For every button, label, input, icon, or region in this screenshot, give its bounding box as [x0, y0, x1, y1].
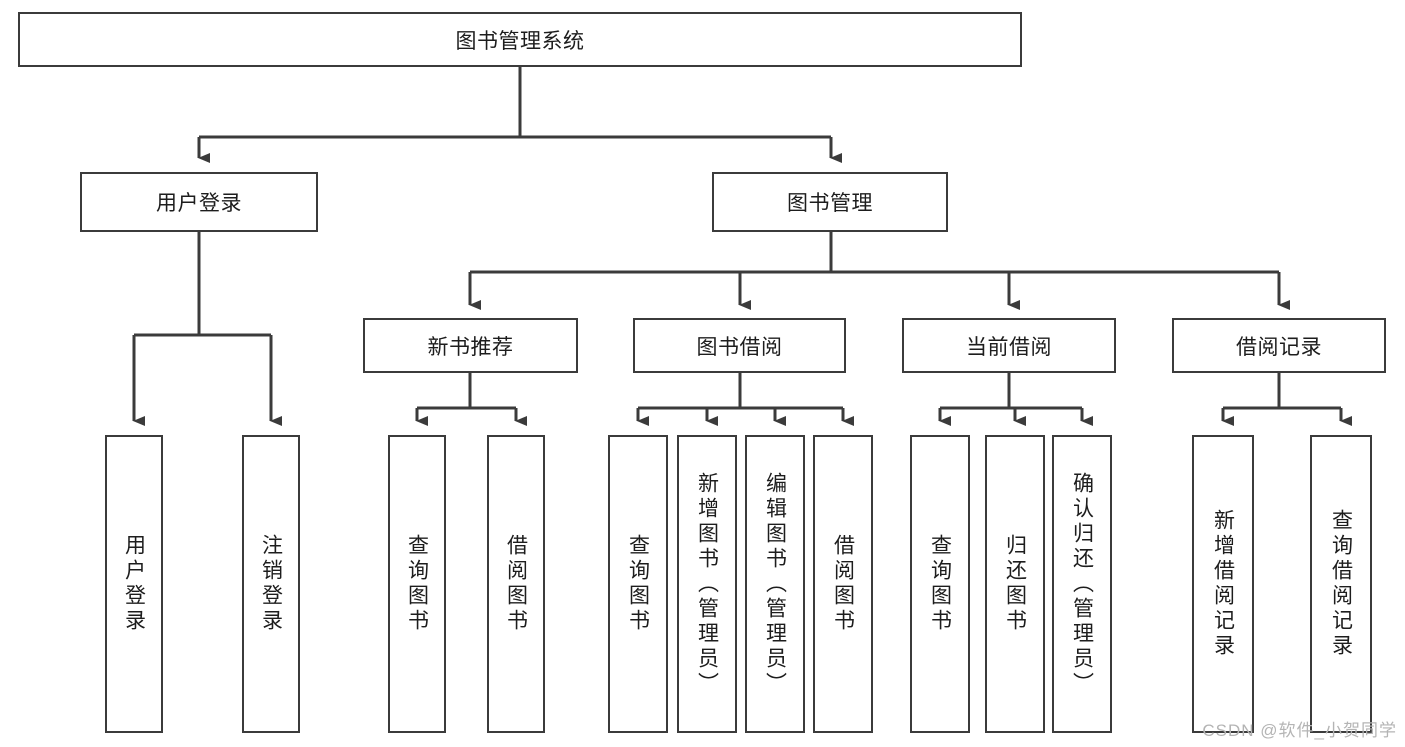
node-label: 图书管理	[787, 192, 873, 215]
node-label: 图书借阅	[696, 335, 783, 359]
node-label: 新增图书（管理员）	[695, 471, 719, 697]
node-label: 当前借阅	[966, 335, 1052, 359]
node-label: 查询图书	[928, 534, 952, 634]
node-leaf-query-book-rec[interactable]: 查询图书	[388, 435, 446, 733]
node-level2-book-management[interactable]: 图书管理	[712, 172, 948, 232]
node-label: 编辑图书（管理员）	[763, 471, 787, 697]
node-leaf-return-book[interactable]: 归还图书	[985, 435, 1045, 733]
node-label: 用户登录	[156, 192, 242, 215]
node-root[interactable]: 图书管理系统	[18, 12, 1022, 67]
node-level3-borrow-record[interactable]: 借阅记录	[1172, 318, 1386, 373]
node-label: 图书管理系统	[455, 29, 585, 53]
node-label: 查询图书	[626, 534, 650, 634]
node-label: 借阅记录	[1236, 335, 1322, 359]
node-label: 新书推荐	[427, 335, 514, 359]
node-leaf-confirm-return-admin[interactable]: 确认归还（管理员）	[1052, 435, 1112, 733]
node-level3-new-book-recommendation[interactable]: 新书推荐	[363, 318, 578, 373]
node-leaf-user-login[interactable]: 用户登录	[105, 435, 163, 733]
node-leaf-add-book-admin[interactable]: 新增图书（管理员）	[677, 435, 737, 733]
node-label: 查询借阅记录	[1329, 509, 1353, 659]
node-label: 确认归还（管理员）	[1070, 471, 1094, 697]
node-label: 查询图书	[405, 534, 429, 634]
node-leaf-borrow-book[interactable]: 借阅图书	[813, 435, 873, 733]
node-label: 归还图书	[1003, 534, 1027, 634]
node-leaf-query-book-current[interactable]: 查询图书	[910, 435, 970, 733]
node-leaf-borrow-book-rec[interactable]: 借阅图书	[487, 435, 545, 733]
node-label: 借阅图书	[504, 534, 528, 634]
node-leaf-add-borrow-record[interactable]: 新增借阅记录	[1192, 435, 1254, 733]
node-label: 注销登录	[259, 534, 283, 634]
node-label: 新增借阅记录	[1211, 509, 1235, 659]
node-level2-user-login[interactable]: 用户登录	[80, 172, 318, 232]
node-level3-book-borrow[interactable]: 图书借阅	[633, 318, 846, 373]
node-leaf-query-book-borrow[interactable]: 查询图书	[608, 435, 668, 733]
node-leaf-edit-book-admin[interactable]: 编辑图书（管理员）	[745, 435, 805, 733]
node-leaf-logout[interactable]: 注销登录	[242, 435, 300, 733]
node-level3-current-borrow[interactable]: 当前借阅	[902, 318, 1116, 373]
watermark-text: CSDN @软件_小贺同学	[1202, 721, 1397, 740]
node-label: 借阅图书	[831, 534, 855, 634]
node-label: 用户登录	[122, 534, 146, 634]
node-leaf-query-borrow-record[interactable]: 查询借阅记录	[1310, 435, 1372, 733]
